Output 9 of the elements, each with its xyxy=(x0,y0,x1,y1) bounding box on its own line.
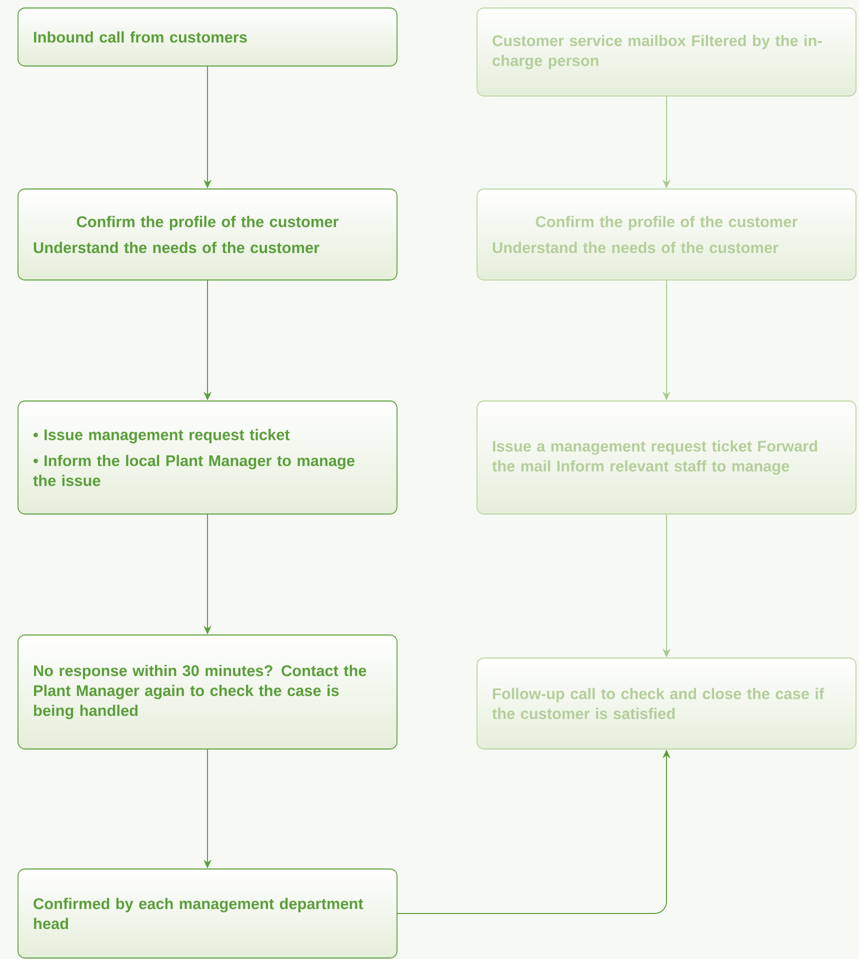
process-box: No response within 30 minutes? Contact the Plant Manager again to check the case is being handled xyxy=(18,634,398,750)
process-box: Confirm the profile of the customer Understand the needs of the customer xyxy=(476,188,856,280)
process-box: • Issue management request ticket • Inform the local Plant Manager to manage the issue xyxy=(18,400,398,514)
process-box: Customer service mailbox Filtered by the in-charge person xyxy=(476,8,856,96)
process-box: Issue a management request ticket Forward the mail Inform relevant staff to manage xyxy=(476,400,856,514)
process-box: Follow-up call to check and close the case if the customer is satisfied xyxy=(476,658,856,750)
process-box: Confirmed by each management department head xyxy=(18,868,398,958)
process-box: Confirm the profile of the customer Understand the needs of the customer xyxy=(18,188,398,280)
process-box: Inbound call from customers xyxy=(18,8,398,66)
